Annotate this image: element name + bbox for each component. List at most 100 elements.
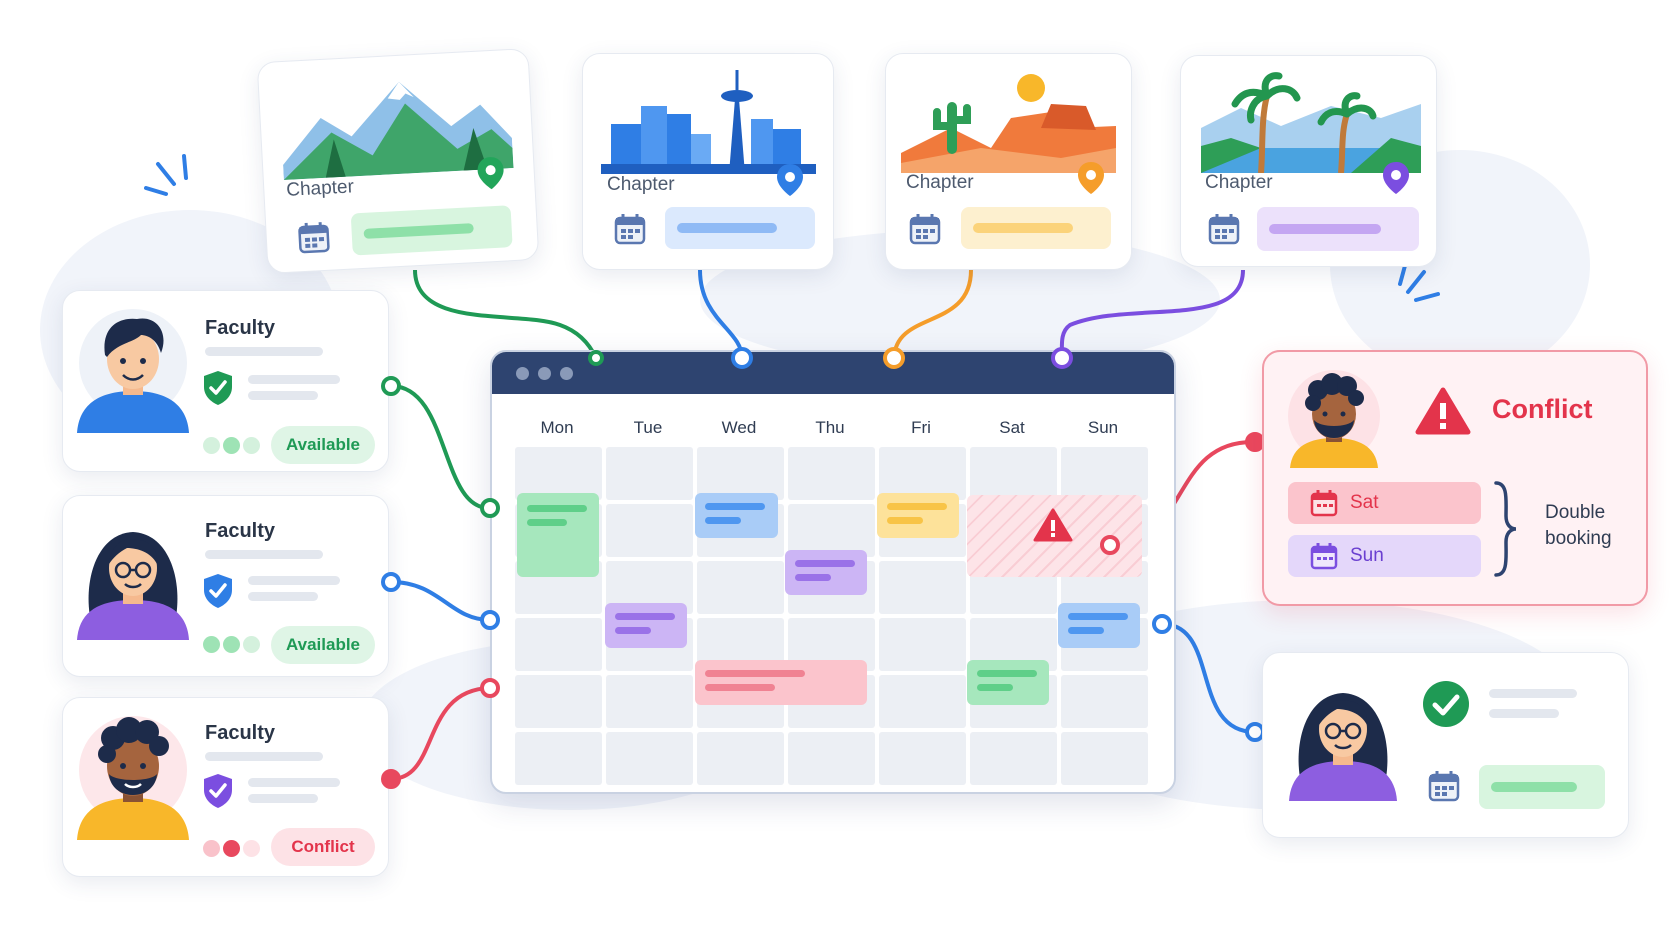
calendar-cell[interactable]: [879, 618, 966, 671]
brace-icon: [1494, 481, 1517, 577]
placeholder-line: [205, 347, 323, 356]
status-badge: Available: [271, 626, 375, 664]
window-dot[interactable]: [538, 367, 551, 380]
faculty-card[interactable]: Faculty Available: [62, 495, 389, 677]
calendar-cell[interactable]: [1061, 732, 1148, 785]
day-header-sat: Sat: [999, 418, 1025, 437]
calendar-cell[interactable]: [697, 732, 784, 785]
resolved-card[interactable]: [1262, 652, 1629, 838]
calendar-cell[interactable]: [606, 504, 693, 557]
faculty-card[interactable]: Faculty Available: [62, 290, 389, 472]
calendar-cell[interactable]: [515, 447, 602, 500]
faculty-label: Faculty: [205, 722, 276, 744]
placeholder-bar: [677, 223, 777, 233]
double-booking-note: Double booking: [1545, 500, 1612, 552]
chapter-card-tropical[interactable]: Chapter: [1180, 55, 1437, 267]
chapter-label: Chapter: [1205, 172, 1273, 193]
calendar-cell[interactable]: [1061, 675, 1148, 728]
calendar-cell[interactable]: [788, 447, 875, 500]
desert-illustration: [901, 74, 1116, 173]
status-dot: [223, 437, 240, 454]
check-circle-icon: [1423, 681, 1469, 727]
calendar-cell[interactable]: [788, 504, 875, 557]
placeholder-line: [248, 794, 318, 803]
faculty-label: Faculty: [205, 317, 276, 339]
note-line: booking: [1545, 528, 1612, 549]
day-header-wed: Wed: [721, 418, 757, 437]
chapter-date-field: [961, 207, 1111, 249]
calendar-cell[interactable]: [788, 732, 875, 785]
day-header-tue: Tue: [633, 418, 663, 437]
calendar-icon: [1428, 771, 1460, 802]
placeholder-line: [205, 550, 323, 559]
calendar-cell[interactable]: [970, 447, 1057, 500]
placeholder-line: [205, 752, 323, 761]
conflict-day-sat: Sat: [1288, 482, 1481, 524]
calendar-event[interactable]: [877, 493, 959, 538]
status-dot: [203, 840, 220, 857]
location-pin-icon: [777, 164, 803, 196]
calendar-cell[interactable]: [1061, 447, 1148, 500]
avatar: [1289, 693, 1397, 801]
calendar-cell[interactable]: [515, 675, 602, 728]
placeholder-bar: [973, 223, 1073, 233]
calendar-event[interactable]: [695, 493, 778, 538]
calendar-event[interactable]: [785, 550, 867, 595]
calendar-cell[interactable]: [879, 447, 966, 500]
day-header-sun: Sun: [1087, 418, 1119, 437]
calendar-cell[interactable]: [970, 732, 1057, 785]
status-dot: [243, 636, 260, 653]
chapter-date-field: [665, 207, 815, 249]
tropical-illustration: [1201, 72, 1421, 173]
calendar-cell[interactable]: [515, 618, 602, 671]
calendar-event[interactable]: [1058, 603, 1140, 648]
calendar-icon: [1310, 543, 1338, 570]
calendar-cell[interactable]: [606, 675, 693, 728]
placeholder-line: [248, 391, 318, 400]
status-dot: [203, 636, 220, 653]
warning-icon: [1033, 508, 1073, 542]
placeholder-line: [248, 778, 340, 787]
status-badge: Conflict: [271, 828, 375, 866]
calendar-cell[interactable]: [879, 675, 966, 728]
location-pin-icon: [1078, 162, 1104, 194]
chapter-card-desert[interactable]: Chapter: [885, 53, 1132, 270]
conflict-day-label: Sat: [1350, 492, 1379, 513]
calendar-icon: [909, 214, 941, 245]
note-line: Double: [1545, 502, 1606, 523]
calendar-cell[interactable]: [697, 561, 784, 614]
placeholder-line: [248, 375, 340, 384]
shield-check-icon: [204, 774, 232, 808]
calendar-event[interactable]: [695, 660, 867, 705]
faculty-card[interactable]: Faculty Conflict: [62, 697, 389, 877]
calendar-cell[interactable]: [606, 447, 693, 500]
calendar-icon: [1310, 490, 1338, 517]
avatar: [1288, 370, 1380, 468]
calendar-icon: [614, 214, 646, 245]
shield-check-icon: [204, 371, 232, 405]
calendar-event[interactable]: [605, 603, 687, 648]
calendar-cell[interactable]: [879, 561, 966, 614]
placeholder-bar: [1269, 224, 1381, 234]
chapter-date-field: [1257, 207, 1419, 251]
conflict-day-sun: Sun: [1288, 535, 1481, 577]
placeholder-line: [248, 592, 318, 601]
window-dot[interactable]: [560, 367, 573, 380]
status-badge: Available: [271, 426, 375, 464]
calendar-cell[interactable]: [515, 732, 602, 785]
chapter-card-city[interactable]: Chapter: [582, 53, 834, 270]
placeholder-line: [1489, 689, 1577, 698]
calendar-cell[interactable]: [879, 732, 966, 785]
shield-check-icon: [204, 574, 232, 608]
location-pin-icon: [1383, 162, 1409, 194]
calendar-icon: [1208, 214, 1240, 245]
calendar-event[interactable]: [517, 493, 599, 577]
chapter-card-mountains[interactable]: Chapter: [256, 48, 540, 274]
calendar-cell[interactable]: [697, 447, 784, 500]
window-dot[interactable]: [516, 367, 529, 380]
location-pin-icon: [477, 157, 504, 190]
calendar-event[interactable]: [967, 660, 1049, 705]
day-header-mon: Mon: [540, 418, 574, 437]
calendar-cell[interactable]: [606, 732, 693, 785]
